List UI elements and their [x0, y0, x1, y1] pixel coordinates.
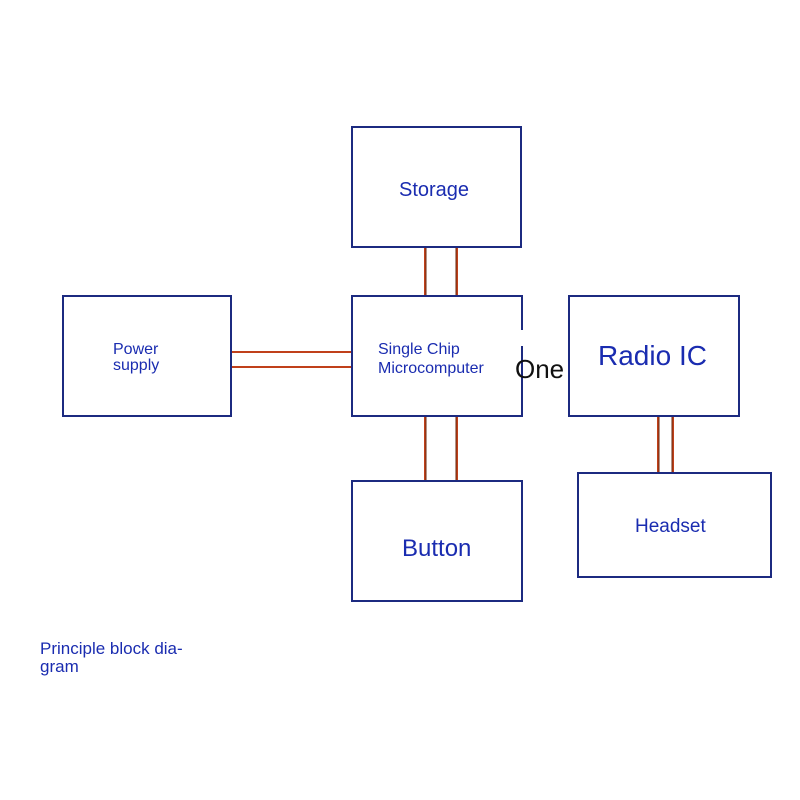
- power-supply-block: Power supply: [62, 295, 232, 417]
- mcu-border-gap: [518, 330, 526, 346]
- power-supply-label-line1: Power: [113, 341, 159, 358]
- storage-label: Storage: [399, 179, 470, 201]
- caption-line2: gram: [40, 657, 79, 676]
- radio-ic-label: Radio IC: [598, 340, 707, 371]
- connector-storage-mcu: [424, 246, 458, 296]
- radio-ic-block: Radio IC: [568, 295, 740, 417]
- mcu-label-line2: Microcomputer: [378, 360, 484, 377]
- storage-block: Storage: [351, 126, 522, 248]
- power-supply-label-line2: supply: [113, 357, 160, 374]
- mcu-block: Single Chip Microcomputer: [351, 295, 523, 417]
- mcu-radio-top-gap: [524, 292, 568, 298]
- button-block: Button: [351, 480, 523, 602]
- connector-radio-headset: [657, 415, 674, 473]
- diagram-caption: Principle block dia- gram: [40, 640, 183, 676]
- power-supply-label: Power supply: [113, 342, 159, 374]
- mcu-label: Single Chip Microcomputer: [378, 340, 484, 378]
- mcu-label-line1: Single Chip: [378, 341, 460, 358]
- link-glyph: One: [515, 354, 565, 384]
- headset-label: Headset: [635, 516, 706, 537]
- caption-line1: Principle block dia-: [40, 639, 183, 658]
- connector-mcu-button: [424, 415, 458, 481]
- headset-block: Headset: [577, 472, 772, 578]
- connector-power-mcu: [231, 351, 352, 368]
- button-label: Button: [402, 535, 472, 562]
